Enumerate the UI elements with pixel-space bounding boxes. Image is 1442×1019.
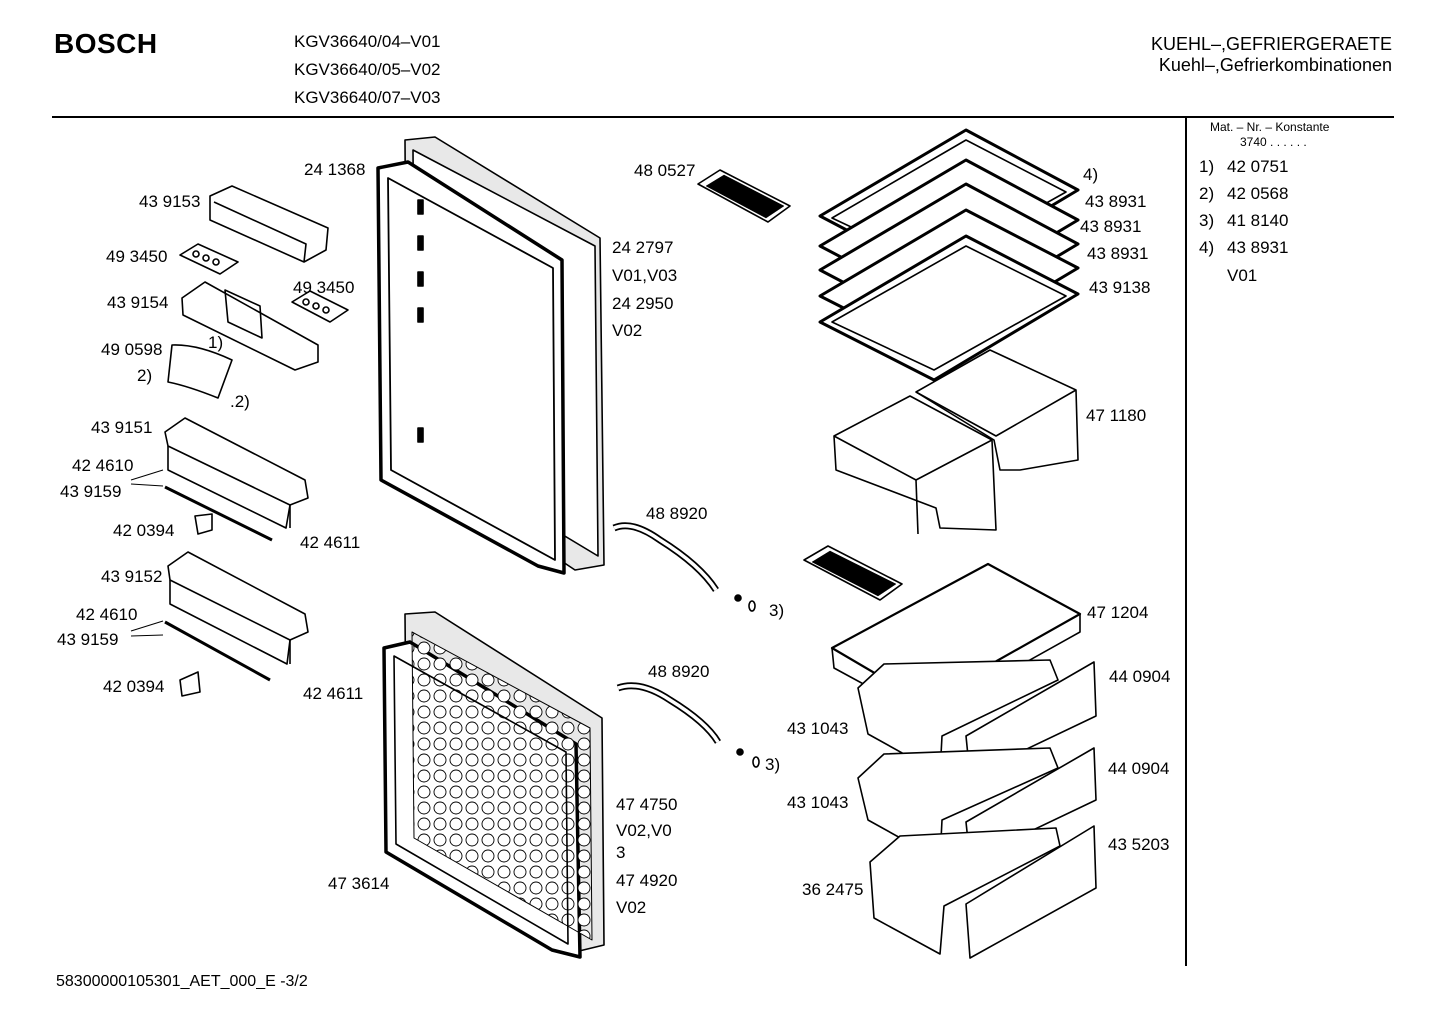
note-ref: 4)	[1083, 165, 1098, 184]
part-label: 48 0527	[634, 161, 695, 180]
part-label: 43 1043	[787, 719, 848, 738]
part-label: 24 2950	[612, 294, 673, 313]
part-label: 43 9152	[101, 567, 162, 586]
note-ref: .2)	[230, 392, 250, 411]
part-label: 47 4920	[616, 871, 677, 890]
note-num: 4)	[1199, 238, 1215, 257]
freezer-door-drawing	[382, 611, 605, 959]
variant-label: 3	[616, 843, 625, 862]
fridge-door-drawing	[376, 136, 605, 575]
part-label: 43 1043	[787, 793, 848, 812]
part-label: 43 9154	[107, 293, 168, 312]
part-label: 43 8931	[1080, 217, 1141, 236]
part-label: 42 0394	[103, 677, 164, 696]
part-label: 48 8920	[646, 504, 707, 523]
part-label: 43 8931	[1085, 192, 1146, 211]
part-label: 49 0598	[101, 340, 162, 359]
part-label: 43 9151	[91, 418, 152, 437]
note-4-variant: V01	[1227, 266, 1258, 285]
ice-tray-lower-drawing	[803, 545, 903, 601]
crisper-boxes-drawing	[833, 349, 1079, 535]
part-label: 49 3450	[106, 247, 167, 266]
note-4: 4) 43 8931	[1199, 238, 1288, 258]
part-label: 43 8931	[1087, 244, 1148, 263]
note-ref: 3)	[765, 755, 780, 774]
part-label: 47 3614	[328, 874, 389, 893]
part-label: 47 1180	[1086, 406, 1146, 425]
category-line-1: KUEHL–,GEFRIERGERAETE	[1150, 34, 1392, 54]
note-num: 2)	[1199, 184, 1215, 203]
part-label: 43 9138	[1089, 278, 1150, 297]
part-label: 42 4611	[300, 533, 360, 552]
note-num: 3)	[1199, 211, 1215, 230]
part-label: 49 3450	[293, 278, 354, 297]
variant-label: V02,V0	[616, 821, 672, 840]
part-label: 24 2797	[612, 238, 673, 257]
side-panel-divider	[1185, 118, 1187, 966]
model-1: KGV36640/04–V01	[294, 32, 441, 51]
part-label: 43 9159	[60, 482, 121, 501]
part-label: 47 1204	[1087, 603, 1148, 622]
category-line-2: Kuehl–,Gefrierkombinationen	[1158, 55, 1392, 75]
note-part: 42 0568	[1227, 184, 1289, 203]
glass-shelves-drawing	[818, 128, 1080, 382]
category-heading: KUEHL–,GEFRIERGERAETE Kuehl–,Gefrierkomb…	[1151, 34, 1392, 76]
note-part: 42 0751	[1227, 157, 1289, 176]
part-label: 42 4610	[72, 456, 133, 475]
part-labels: 24 1368 43 9153 49 3450 43 9154 49 3450 …	[57, 160, 1170, 917]
note-ref: 2)	[137, 366, 152, 385]
part-label: 42 4611	[303, 684, 363, 703]
variant-label: V01,V03	[612, 266, 677, 285]
part-label: 48 8920	[648, 662, 709, 681]
note-ref: 1)	[208, 333, 223, 352]
note-part: 41 8140	[1227, 211, 1289, 230]
variant-label: V02	[612, 321, 642, 340]
part-label: 42 4610	[76, 605, 137, 624]
part-label: 47 4750	[616, 795, 677, 814]
note-2: 2) 42 0568	[1199, 184, 1288, 204]
ice-tray-upper-drawing	[697, 169, 791, 223]
note-ref: 3)	[769, 601, 784, 620]
model-3: KGV36640/07–V03	[294, 88, 441, 107]
model-2: KGV36640/05–V02	[294, 60, 441, 79]
handles-drawing	[612, 522, 760, 768]
mat-nr-title: Mat. – Nr. – Konstante	[1210, 120, 1330, 134]
part-label: 44 0904	[1108, 759, 1169, 778]
brand-logo: BOSCH	[54, 28, 158, 59]
mat-nr-constant: 3740 . . . . . .	[1240, 135, 1307, 149]
freezer-drawers-drawing	[857, 659, 1097, 959]
part-label: 43 5203	[1108, 835, 1169, 854]
note-part: 43 8931	[1227, 238, 1289, 257]
part-label: 43 9159	[57, 630, 118, 649]
document-code: 58300000105301_AET_000_E -3/2	[56, 973, 308, 990]
door-bins-drawing	[130, 185, 349, 697]
note-3: 3) 41 8140	[1199, 211, 1288, 231]
part-label: 43 9153	[139, 192, 200, 211]
part-label: 44 0904	[1109, 667, 1170, 686]
note-1: 1) 42 0751	[1199, 157, 1288, 177]
variant-label: V02	[616, 898, 646, 917]
part-label: 36 2475	[802, 880, 863, 899]
header-divider	[52, 116, 1394, 118]
part-label: 42 0394	[113, 521, 174, 540]
part-label: 24 1368	[304, 160, 365, 179]
note-num: 1)	[1199, 157, 1215, 176]
